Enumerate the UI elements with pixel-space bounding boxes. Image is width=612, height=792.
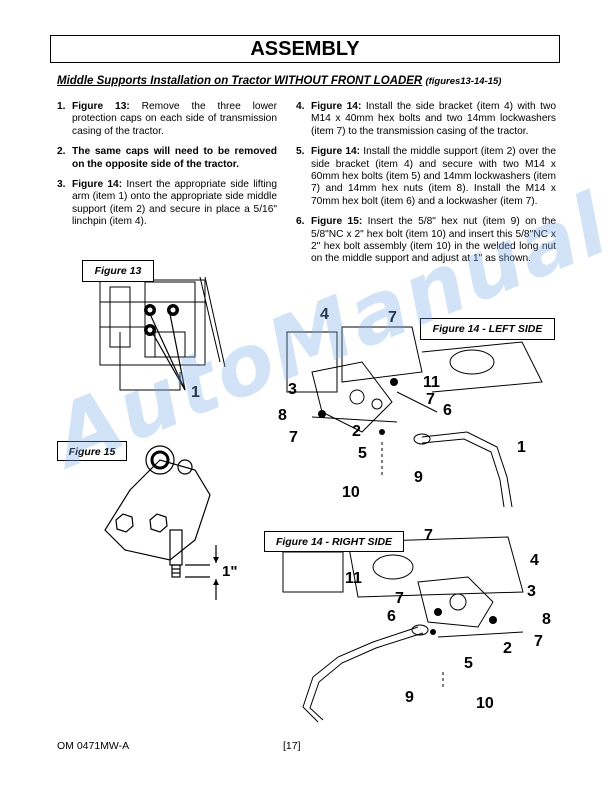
step-3: 3. Figure 14: Insert the appropriate sid… <box>57 179 277 229</box>
step-lead: Figure 14: <box>311 101 362 112</box>
fig14r-callout-8: 8 <box>542 611 551 628</box>
fig14r-callout-9: 9 <box>405 689 414 706</box>
figure-14-left-label: Figure 14 - LEFT SIDE <box>420 318 555 340</box>
step-lead: Figure 13: <box>72 101 130 112</box>
footer-page-number: [17] <box>283 740 301 752</box>
fig14r-callout-10: 10 <box>476 695 494 712</box>
fig14l-callout-7c: 7 <box>289 429 298 446</box>
fig14r-callout-11: 11 <box>345 570 362 587</box>
step-text: Insert the 5/8" hex nut (item 9) on the … <box>311 216 556 265</box>
fig14l-callout-7: 7 <box>388 309 397 326</box>
step-number: 2. <box>57 146 66 158</box>
step-1: 1. Figure 13: Remove the three lower pro… <box>57 101 277 138</box>
step-number: 3. <box>57 179 66 191</box>
fig14l-callout-1: 1 <box>517 439 526 456</box>
figure-14-left-drawing <box>286 326 543 507</box>
step-6: 6. Figure 15: Insert the 5/8" hex nut (i… <box>296 216 556 266</box>
step-2: 2. The same caps will need to be removed… <box>57 146 277 171</box>
figure-15-label: Figure 15 <box>57 441 127 461</box>
fig14r-callout-7: 7 <box>424 527 433 544</box>
step-5: 5. Figure 14: Install the middle support… <box>296 146 556 208</box>
fig14r-callout-5: 5 <box>464 655 473 672</box>
figure-13-drawing <box>99 276 226 391</box>
fig14l-callout-6: 6 <box>443 402 452 419</box>
subtitle-main: Middle Supports Installation on Tractor … <box>57 75 423 87</box>
figure-15-drawing <box>104 445 219 600</box>
figure-14-right-label: Figure 14 - RIGHT SIDE <box>264 531 404 552</box>
step-text: Remove the three lower protection caps o… <box>72 101 277 137</box>
fig14l-callout-9: 9 <box>414 469 423 486</box>
fig14l-callout-4: 4 <box>320 306 329 323</box>
fig14r-callout-3: 3 <box>527 583 536 600</box>
fig14l-callout-5: 5 <box>358 445 367 462</box>
figure-14-right-drawing <box>282 536 524 723</box>
fig14r-callout-6: 6 <box>387 608 396 625</box>
fig14l-callout-3: 3 <box>288 381 297 398</box>
fig14l-callout-2: 2 <box>352 423 361 440</box>
figure-13-label: Figure 13 <box>82 260 154 282</box>
section-subtitle: Middle Supports Installation on Tractor … <box>57 75 567 87</box>
instructions-left: 1. Figure 13: Remove the three lower pro… <box>57 101 277 237</box>
step-lead: Figure 14: <box>72 179 123 191</box>
fig14r-callout-7c: 7 <box>534 633 543 650</box>
page-title: ASSEMBLY <box>50 35 560 63</box>
fig14l-callout-11: 11 <box>423 374 440 391</box>
fig14l-callout-8: 8 <box>278 407 287 424</box>
step-number: 4. <box>296 101 305 112</box>
fig14r-callout-4: 4 <box>530 552 539 569</box>
subtitle-figure-ref: (figures13-14-15) <box>425 76 502 87</box>
fig14r-callout-7b: 7 <box>395 590 404 607</box>
step-lead: Figure 14: <box>311 146 361 158</box>
step-text: Insert the appropriate side lifting arm … <box>72 179 277 228</box>
step-text: The same caps will need to be removed on… <box>72 146 277 170</box>
step-text: Install the side bracket (item 4) with t… <box>311 101 557 137</box>
step-text: Install the middle support (item 2) over… <box>311 146 556 207</box>
step-number: 6. <box>296 216 305 228</box>
fig14l-callout-7b: 7 <box>426 391 435 408</box>
step-4: 4. Figure 14: Install the side bracket (… <box>296 101 556 138</box>
step-lead: Figure 15: <box>311 216 363 228</box>
fig14r-callout-2: 2 <box>503 640 512 657</box>
fig14l-callout-10: 10 <box>342 484 360 501</box>
footer-doc-number: OM 0471MW-A <box>57 740 130 752</box>
fig15-dimension: 1" <box>222 563 238 580</box>
step-number: 5. <box>296 146 305 158</box>
step-number: 1. <box>57 101 66 112</box>
fig13-callout-1: 1 <box>191 384 200 401</box>
instructions-right: 4. Figure 14: Install the side bracket (… <box>296 101 556 274</box>
